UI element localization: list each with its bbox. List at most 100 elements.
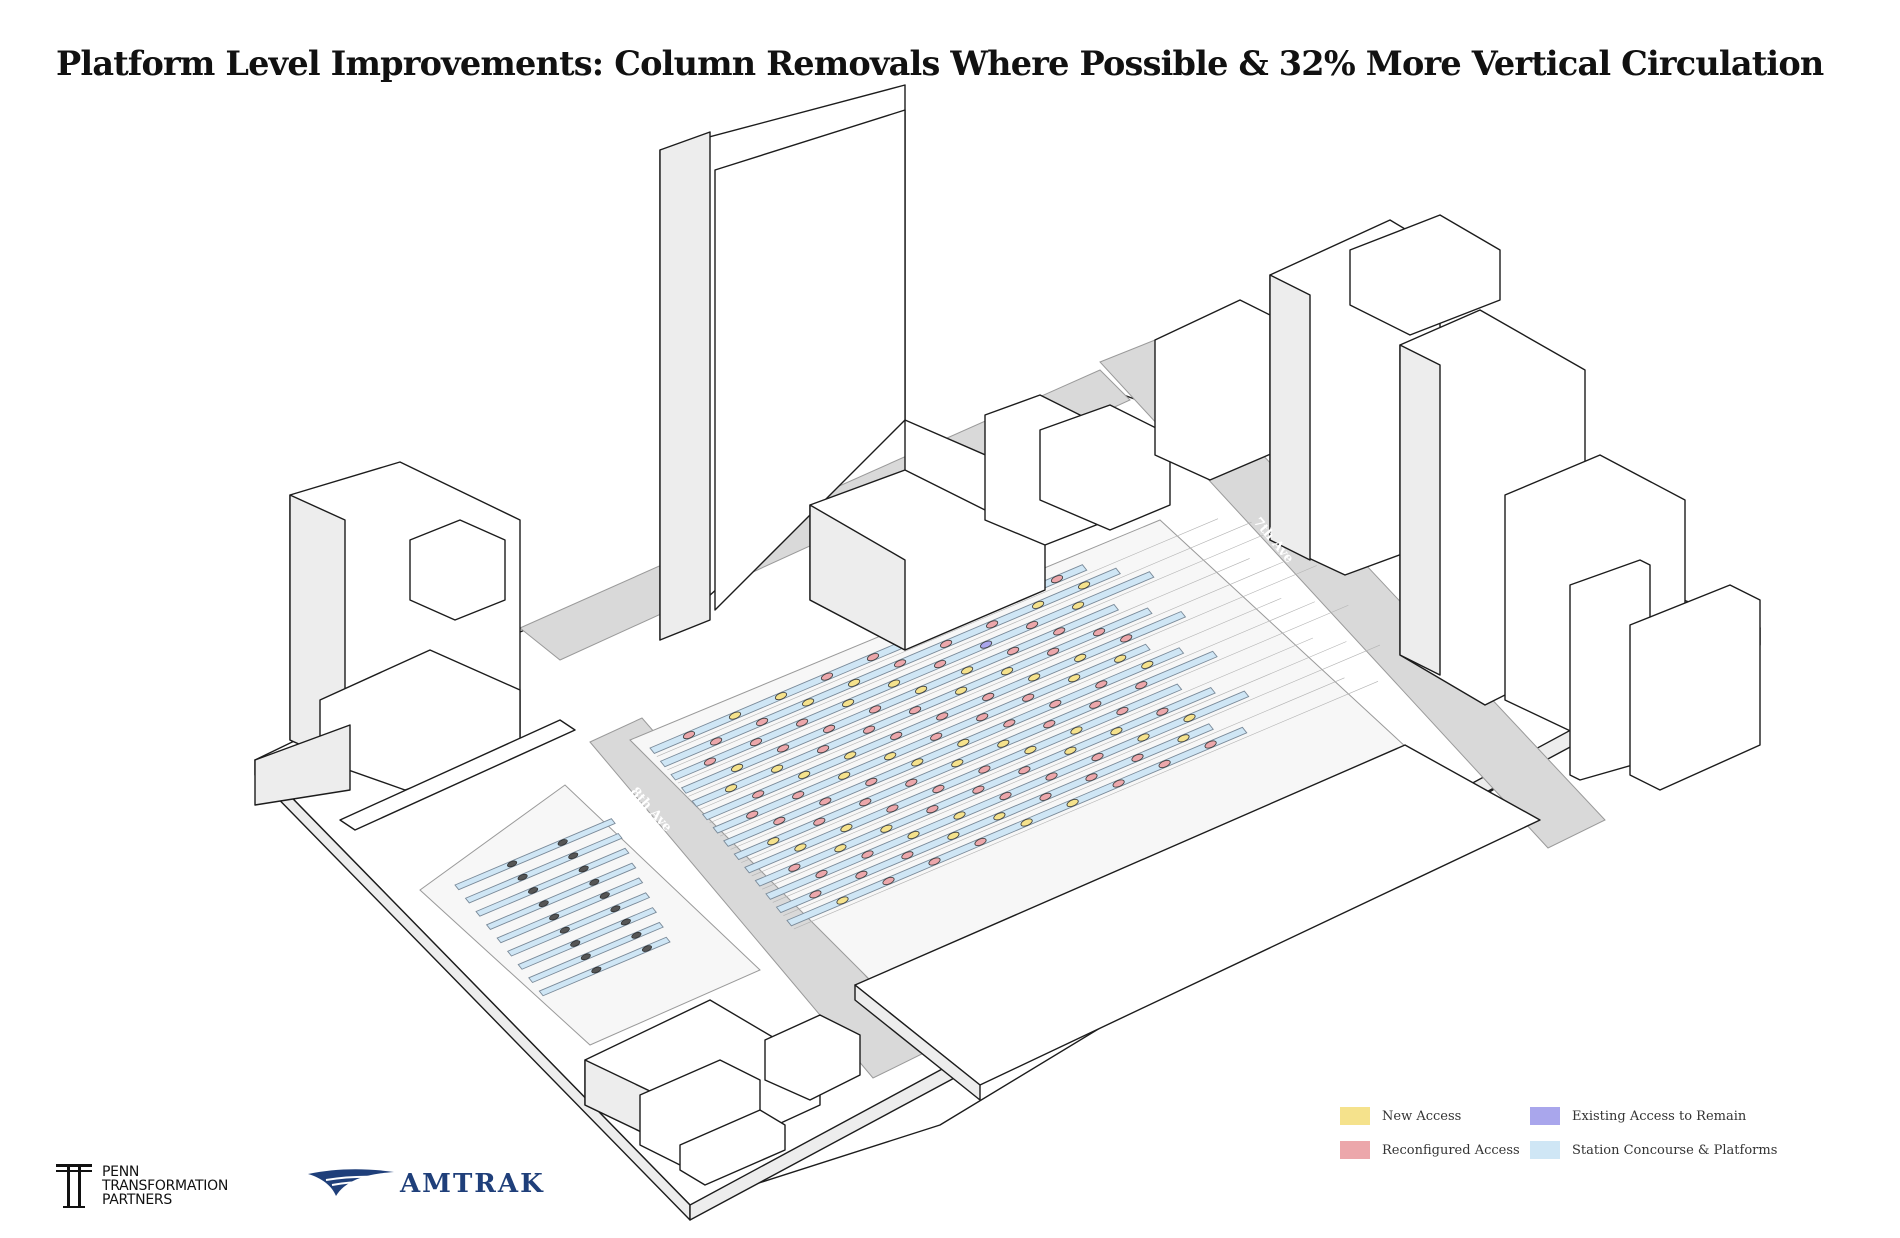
legend: New Access Existing Access to Remain Rec… <box>1340 1107 1820 1177</box>
access-point-icon <box>842 699 855 708</box>
access-point-icon <box>1074 653 1087 662</box>
access-point-icon <box>947 831 960 840</box>
platform-main <box>786 726 1248 927</box>
access-point-icon <box>1022 693 1035 702</box>
platform-west <box>538 936 671 997</box>
legend-label-new-access: New Access <box>1382 1108 1462 1124</box>
access-point-icon <box>894 659 907 668</box>
access-point-icon <box>752 790 765 799</box>
access-point-icon <box>855 870 868 879</box>
access-point-icon <box>589 878 600 886</box>
platform-main <box>691 607 1153 808</box>
access-point-icon <box>1032 600 1045 609</box>
access-point-icon <box>528 887 539 894</box>
access-point-icon <box>1131 753 1144 762</box>
access-point-icon <box>930 732 943 741</box>
legend-item-station-concourse: Station Concourse & Platforms <box>1530 1141 1777 1159</box>
access-point-icon <box>1018 766 1031 775</box>
access-point-icon <box>1120 634 1133 643</box>
access-point-icon <box>863 725 876 734</box>
track-line <box>719 597 1282 837</box>
access-point-icon <box>1047 647 1060 656</box>
access-point-icon <box>774 692 788 701</box>
access-point-icon <box>982 692 995 701</box>
track-line <box>677 525 1286 784</box>
access-point-icon <box>819 797 832 806</box>
legend-item-existing-access: Existing Access to Remain <box>1530 1107 1746 1125</box>
access-point-icon <box>767 837 780 846</box>
access-point-icon <box>817 745 830 754</box>
legend-label-station-concourse: Station Concourse & Platforms <box>1572 1142 1778 1158</box>
penn-line-2: TRANSFORMATION <box>102 1178 228 1194</box>
access-point-icon <box>953 811 966 820</box>
access-point-icon <box>961 666 974 675</box>
access-point-icon <box>955 686 968 695</box>
track-line <box>741 604 1349 863</box>
track-line <box>793 681 1379 930</box>
access-point-icon <box>1183 713 1196 723</box>
access-point-icon <box>1114 654 1127 663</box>
legend-swatch-station-concourse <box>1530 1141 1560 1159</box>
access-point-icon <box>1053 627 1066 636</box>
legend-swatch-new-access <box>1340 1107 1370 1125</box>
access-point-icon <box>1024 745 1037 755</box>
access-point-icon <box>517 873 528 881</box>
access-point-icon <box>1112 779 1125 788</box>
access-point-icon <box>1158 759 1171 769</box>
access-point-icon <box>794 843 807 852</box>
access-point-icon <box>1135 681 1148 690</box>
access-point-icon <box>907 830 920 840</box>
access-point-icon <box>559 926 570 934</box>
access-point-icon <box>934 660 947 669</box>
access-point-icon <box>703 757 717 766</box>
access-point-icon <box>972 785 985 794</box>
access-point-icon <box>1039 792 1052 801</box>
access-point-icon <box>1068 674 1081 683</box>
access-point-icon <box>749 738 763 747</box>
access-point-icon <box>1089 700 1102 709</box>
south-block <box>854 744 1541 1101</box>
amtrak-logo: AMTRAK <box>306 1166 545 1202</box>
access-point-icon <box>978 765 991 774</box>
access-layer <box>507 575 1217 974</box>
track-line <box>730 601 1315 850</box>
penn-transformation-partners-logo: PENN TRANSFORMATION PARTNERS <box>56 1162 228 1210</box>
platform-west <box>528 921 664 984</box>
access-point-icon <box>866 653 880 662</box>
track-line <box>709 565 1317 824</box>
access-point-icon <box>886 804 899 813</box>
access-point-icon <box>746 810 759 819</box>
west-tower <box>254 461 576 831</box>
access-point-icon <box>840 823 853 833</box>
track-line <box>667 521 1252 771</box>
access-point-icon <box>1050 575 1064 584</box>
access-point-icon <box>771 764 784 773</box>
access-point-icon <box>1028 673 1041 682</box>
platform-west <box>464 832 623 904</box>
access-point-icon <box>1064 746 1077 755</box>
access-point-icon <box>1095 680 1108 689</box>
access-point-icon <box>796 718 809 727</box>
access-point-icon <box>798 770 811 779</box>
access-point-icon <box>557 839 568 846</box>
access-point-icon <box>823 724 836 733</box>
access-point-icon <box>901 851 914 860</box>
access-point-icon <box>631 931 642 939</box>
access-point-icon <box>1070 726 1083 735</box>
access-point-icon <box>1085 773 1098 782</box>
access-point-icon <box>915 685 928 694</box>
access-point-icon <box>882 876 895 886</box>
access-point-icon <box>928 857 941 866</box>
access-point-icon <box>834 844 847 853</box>
access-point-icon <box>725 784 738 793</box>
access-point-icon <box>815 869 828 879</box>
legend-label-reconfigured-access: Reconfigured Access <box>1382 1142 1520 1158</box>
access-point-icon <box>884 752 897 761</box>
penn-line-1: PENN <box>102 1164 140 1180</box>
access-point-icon <box>1116 706 1129 716</box>
platform-main <box>659 567 1122 768</box>
platform-west <box>475 847 630 917</box>
track-line <box>762 641 1347 890</box>
access-point-icon <box>999 791 1012 801</box>
